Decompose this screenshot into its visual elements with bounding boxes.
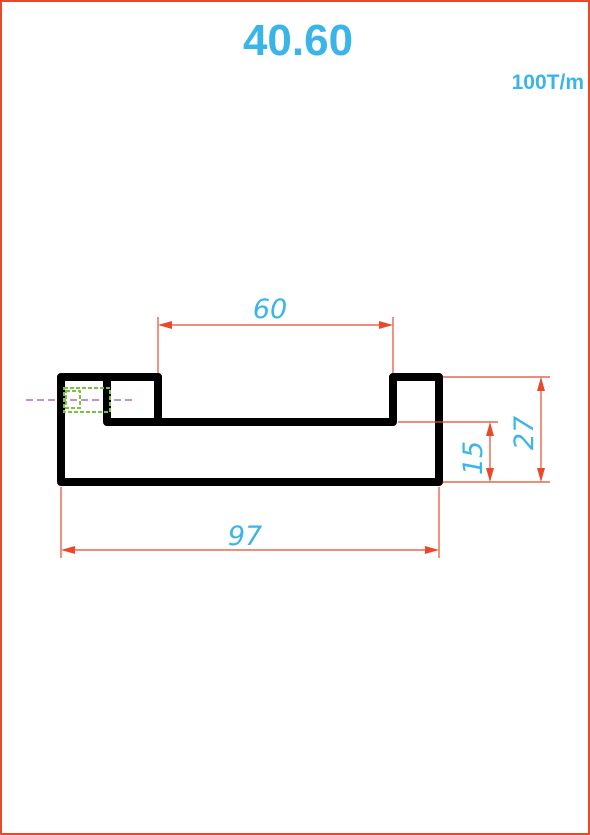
dimension-top-width-label: 60	[253, 294, 287, 325]
insert-marker	[63, 387, 111, 413]
dimension-inner-height-label: 15	[458, 441, 489, 475]
weight-label: 100T/m	[512, 71, 584, 94]
dimension-overall-height-label: 27	[509, 416, 540, 450]
insert-marker-inner	[65, 390, 81, 409]
dimension-top-width: 60	[157, 294, 394, 373]
profile-left-slot	[103, 373, 162, 426]
dimension-overall-height: 27	[443, 376, 550, 482]
dimension-overall-width-label: 97	[228, 521, 262, 552]
profile-code-title: 40.60	[243, 16, 353, 65]
dimension-inner-height: 15	[398, 421, 550, 483]
dimension-overall-width: 97	[60, 487, 440, 558]
profile-cross-section	[57, 373, 443, 486]
